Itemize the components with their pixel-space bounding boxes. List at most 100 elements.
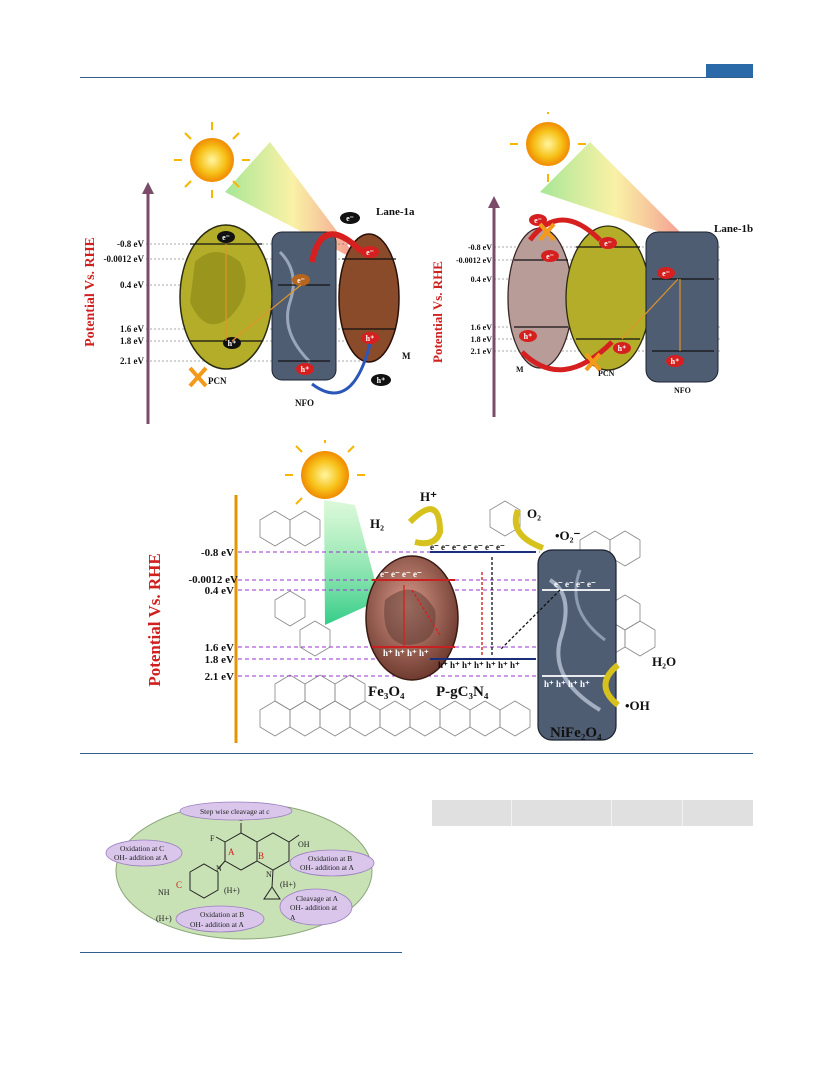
pathway-bubble bbox=[289, 849, 375, 877]
level-label: 1.6 eV bbox=[120, 324, 144, 334]
m-label: M bbox=[402, 351, 411, 361]
header-rule bbox=[80, 77, 753, 78]
species-h2o: H₂O bbox=[652, 654, 676, 669]
bubble-text: Oxidation at B bbox=[200, 910, 244, 919]
species-h2: H₂ bbox=[370, 516, 384, 531]
lane1a-figure: Potential Vs. RHE -0.8 eV -0.0012 eV 0.4… bbox=[83, 122, 415, 424]
sun-icon bbox=[285, 440, 365, 505]
transfer-arrow bbox=[309, 231, 365, 263]
pathway-bubble bbox=[175, 905, 265, 933]
level-label: 1.8 eV bbox=[471, 335, 493, 344]
level-label: 0.4 eV bbox=[120, 280, 144, 290]
lane1b-figure: Potential Vs. RHE -0.8 eV -0.0012 eV 0.4… bbox=[430, 112, 753, 417]
level-label: 2.1 eV bbox=[120, 356, 144, 366]
hole-label: h⁺ bbox=[524, 332, 533, 341]
hole-label: h⁺ bbox=[366, 334, 375, 343]
level-label: -0.8 eV bbox=[468, 243, 492, 252]
bubble-text: OH- addition at A bbox=[300, 863, 355, 872]
graphene-lattice bbox=[259, 500, 656, 737]
level-label: 1.6 eV bbox=[471, 323, 493, 332]
species-oh: •OH bbox=[625, 698, 650, 713]
ring-label: A bbox=[228, 847, 235, 857]
pathway-bubble bbox=[179, 801, 293, 821]
figure-separator bbox=[80, 952, 402, 953]
electron-label: e⁻ bbox=[546, 252, 554, 261]
transfer-arrow bbox=[520, 340, 614, 373]
bubble-text: Oxidation at C bbox=[120, 844, 164, 853]
pcn-label: PCN bbox=[208, 376, 227, 386]
species-h-plus: H⁺ bbox=[420, 489, 437, 504]
level-label: 0.4 eV bbox=[205, 585, 234, 597]
level-label: 2.1 eV bbox=[471, 347, 493, 356]
nife2o4-holes: h⁺ h⁺ h⁺ h⁺ bbox=[544, 679, 590, 689]
hole-label: h⁺ bbox=[377, 376, 386, 385]
level-label: 0.4 eV bbox=[471, 275, 493, 284]
axis-label: Potential Vs. RHE bbox=[430, 261, 445, 363]
pathway-bubble bbox=[105, 839, 183, 867]
electron-label: e⁻ bbox=[662, 269, 670, 278]
reaction-arrow bbox=[512, 508, 545, 551]
table-header bbox=[432, 800, 753, 826]
blocked-x-icon bbox=[538, 222, 602, 372]
reaction-arrow bbox=[407, 506, 444, 547]
electron-label: e⁻ bbox=[534, 216, 542, 225]
pathway-bubble bbox=[279, 888, 353, 926]
level-label: 1.8 eV bbox=[205, 654, 234, 666]
atom-label: F bbox=[210, 834, 215, 843]
transfer-arrow bbox=[311, 343, 372, 395]
charge-label: (H+) bbox=[156, 914, 172, 923]
bubble-text: OH- addition at A bbox=[114, 853, 169, 862]
level-label: 2.1 eV bbox=[205, 671, 234, 683]
blocked-x-icon bbox=[188, 366, 208, 388]
level-label: 1.8 eV bbox=[120, 336, 144, 346]
m-particle bbox=[507, 227, 573, 369]
electron-label: e⁻ bbox=[222, 233, 230, 242]
level-label: -0.0012 eV bbox=[456, 256, 492, 265]
nife2o4-particle bbox=[537, 549, 617, 741]
fe3o4-label: Fe₃O₄ bbox=[368, 684, 405, 700]
bubble-text: A bbox=[290, 913, 296, 922]
atom-label: N bbox=[216, 864, 222, 873]
pgcn-label: P-gC₃N₄ bbox=[436, 684, 489, 700]
m-particle bbox=[338, 233, 400, 363]
hole-label: h⁺ bbox=[301, 365, 310, 374]
charge-label: (H+) bbox=[280, 880, 296, 889]
electron-label: e⁻ bbox=[604, 239, 612, 248]
transfer-arrow bbox=[528, 217, 602, 242]
fe3o4-holes: h⁺ h⁺ h⁺ h⁺ bbox=[383, 648, 429, 658]
molecule-structure bbox=[189, 823, 300, 900]
nife2o4-electrons: e⁻ e⁻ e⁻ e⁻ bbox=[554, 579, 596, 589]
level-label: -0.8 eV bbox=[117, 239, 144, 249]
electron-label: e⁻ bbox=[366, 248, 374, 257]
level-label: -0.8 eV bbox=[201, 547, 234, 559]
hole-label: h⁺ bbox=[618, 344, 627, 353]
ring-label: B bbox=[258, 851, 264, 861]
reaction-arrow bbox=[602, 662, 620, 708]
transfer-arrow bbox=[499, 589, 561, 651]
charge-label: (H+) bbox=[224, 886, 240, 895]
nfo-label: NFO bbox=[674, 386, 691, 395]
transfer-arrow bbox=[411, 570, 483, 655]
electron-label: e⁻ bbox=[346, 214, 354, 223]
bubble-text: OH- addition at A bbox=[190, 920, 245, 929]
pathway-figure: F O OH N N NH (H+) (H+) (H+) A B C Step … bbox=[105, 801, 375, 940]
pgcn-electrons: e⁻ e⁻ e⁻ e⁻ e⁻ e⁻ e⁻ bbox=[430, 542, 505, 552]
figure-separator bbox=[80, 753, 753, 754]
atom-label: N bbox=[266, 870, 272, 879]
axis-label: Potential Vs. RHE bbox=[83, 237, 98, 347]
pgcn-holes: h⁺ h⁺ h⁺ h⁺ h⁺ h⁺ h⁺ bbox=[438, 660, 520, 670]
m-label: M bbox=[516, 365, 524, 374]
header-tab bbox=[706, 64, 753, 77]
light-beam bbox=[324, 500, 380, 625]
atom-label: OH bbox=[298, 840, 310, 849]
nife2o4-label: NiFe₂O₄ bbox=[550, 725, 602, 741]
bubble-text: OH- addition at bbox=[290, 903, 338, 912]
nfo-label: NFO bbox=[295, 398, 314, 408]
level-label: 1.6 eV bbox=[205, 642, 234, 654]
electron-label: e⁻ bbox=[297, 276, 305, 285]
lane2-figure: Potential Vs. RHE -0.8 eV -0.0012 eV 0.4… bbox=[145, 440, 676, 743]
species-superoxide: •O₂⁻ bbox=[555, 528, 581, 543]
bubble-text: Oxidation at B bbox=[308, 854, 352, 863]
level-label: -0.0012 eV bbox=[189, 574, 239, 586]
species-o2: O₂ bbox=[527, 506, 541, 521]
